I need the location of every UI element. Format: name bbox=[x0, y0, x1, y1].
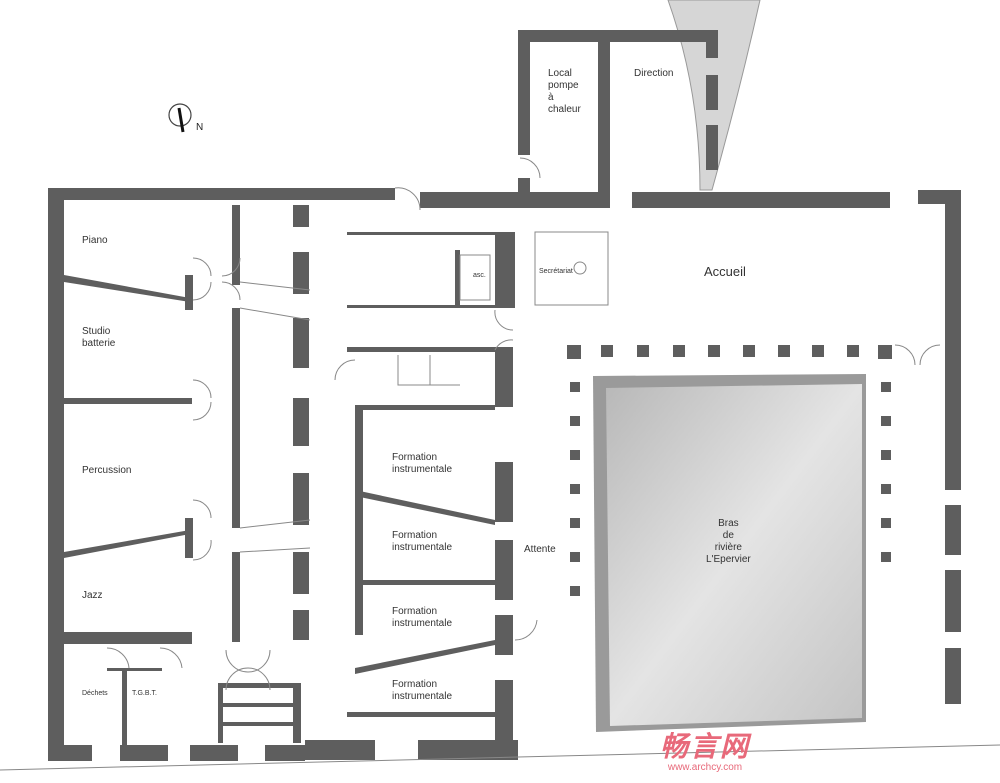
room-label-formation-2: Formation instrumentale bbox=[392, 530, 453, 553]
room-label-jazz: Jazz bbox=[82, 590, 103, 601]
watermark-logo: 畅言网 bbox=[660, 731, 751, 762]
room-label-dechets: Déchets bbox=[82, 690, 108, 697]
watermark: 畅言网 www.archcy.com bbox=[660, 731, 751, 774]
room-label-formation-3: Formation instrumentale bbox=[392, 606, 453, 629]
room-label-studio-batterie: Studio batterie bbox=[82, 326, 116, 349]
room-label-tgbt: T.G.B.T. bbox=[132, 690, 157, 697]
pillars bbox=[567, 345, 892, 596]
room-label-local-pompe: Local pompe à chaleur bbox=[548, 68, 581, 115]
room-label-formation-4: Formation instrumentale bbox=[392, 679, 453, 702]
room-label-secretariat: Secrétariat bbox=[539, 268, 573, 275]
north-arrow-icon bbox=[168, 103, 192, 133]
room-label-percussion: Percussion bbox=[82, 465, 132, 476]
room-label-accueil: Accueil bbox=[704, 264, 746, 279]
north-label: N bbox=[196, 122, 204, 133]
room-label-direction: Direction bbox=[634, 68, 674, 79]
door-swings bbox=[0, 157, 1000, 771]
walls bbox=[48, 30, 961, 761]
label-bras-riviere: Bras de rivière L'Epervier bbox=[706, 518, 751, 565]
room-label-formation-1: Formation instrumentale bbox=[392, 452, 453, 475]
room-label-elevator: asc. bbox=[473, 272, 486, 279]
watermark-url: www.archcy.com bbox=[667, 762, 743, 773]
room-label-attente: Attente bbox=[524, 544, 556, 555]
room-label-piano: Piano bbox=[82, 235, 108, 246]
